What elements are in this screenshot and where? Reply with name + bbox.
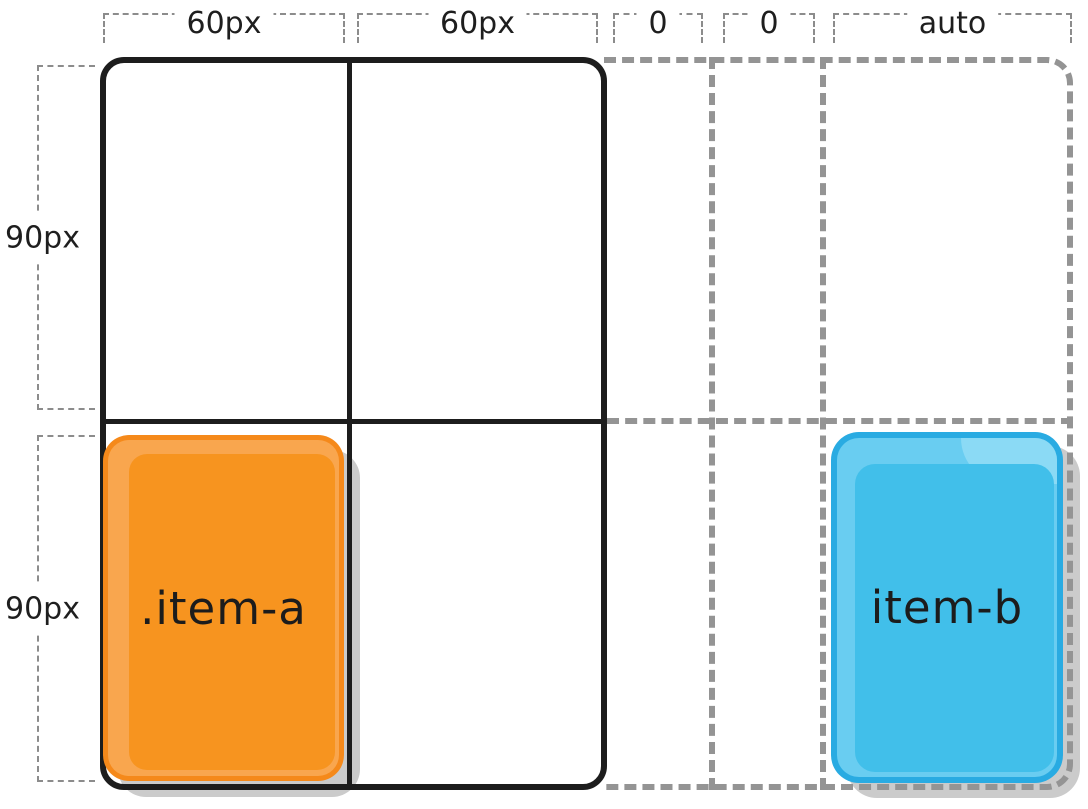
item-b-fill bbox=[855, 464, 1054, 772]
row-bracket-1: 90px bbox=[3, 65, 95, 410]
row-height-label-1: 90px bbox=[3, 213, 82, 262]
column-width-label-5: auto bbox=[906, 7, 999, 40]
column-bracket-4: 0 bbox=[723, 7, 815, 43]
column-bracket-3: 0 bbox=[613, 7, 703, 43]
column-width-label-1: 60px bbox=[174, 7, 274, 40]
item-a-fill bbox=[129, 454, 335, 770]
column-bracket-2: 60px bbox=[357, 7, 598, 43]
column-width-label-2: 60px bbox=[428, 7, 527, 40]
item-b-label: item-b bbox=[870, 581, 1024, 634]
item-b: item-b bbox=[831, 432, 1063, 783]
item-a: .item-a bbox=[103, 435, 344, 781]
implicit-row-line bbox=[607, 418, 1073, 424]
grid-row-line bbox=[104, 419, 603, 424]
column-width-label-4: 0 bbox=[747, 7, 791, 40]
column-bracket-5: auto bbox=[833, 7, 1072, 43]
explicit-grid-container bbox=[100, 57, 607, 790]
row-height-label-2: 90px bbox=[3, 584, 82, 633]
row-bracket-2: 90px bbox=[3, 435, 95, 782]
column-width-label-3: 0 bbox=[636, 7, 680, 40]
column-bracket-1: 60px bbox=[103, 7, 345, 43]
item-a-label: .item-a bbox=[140, 581, 307, 635]
